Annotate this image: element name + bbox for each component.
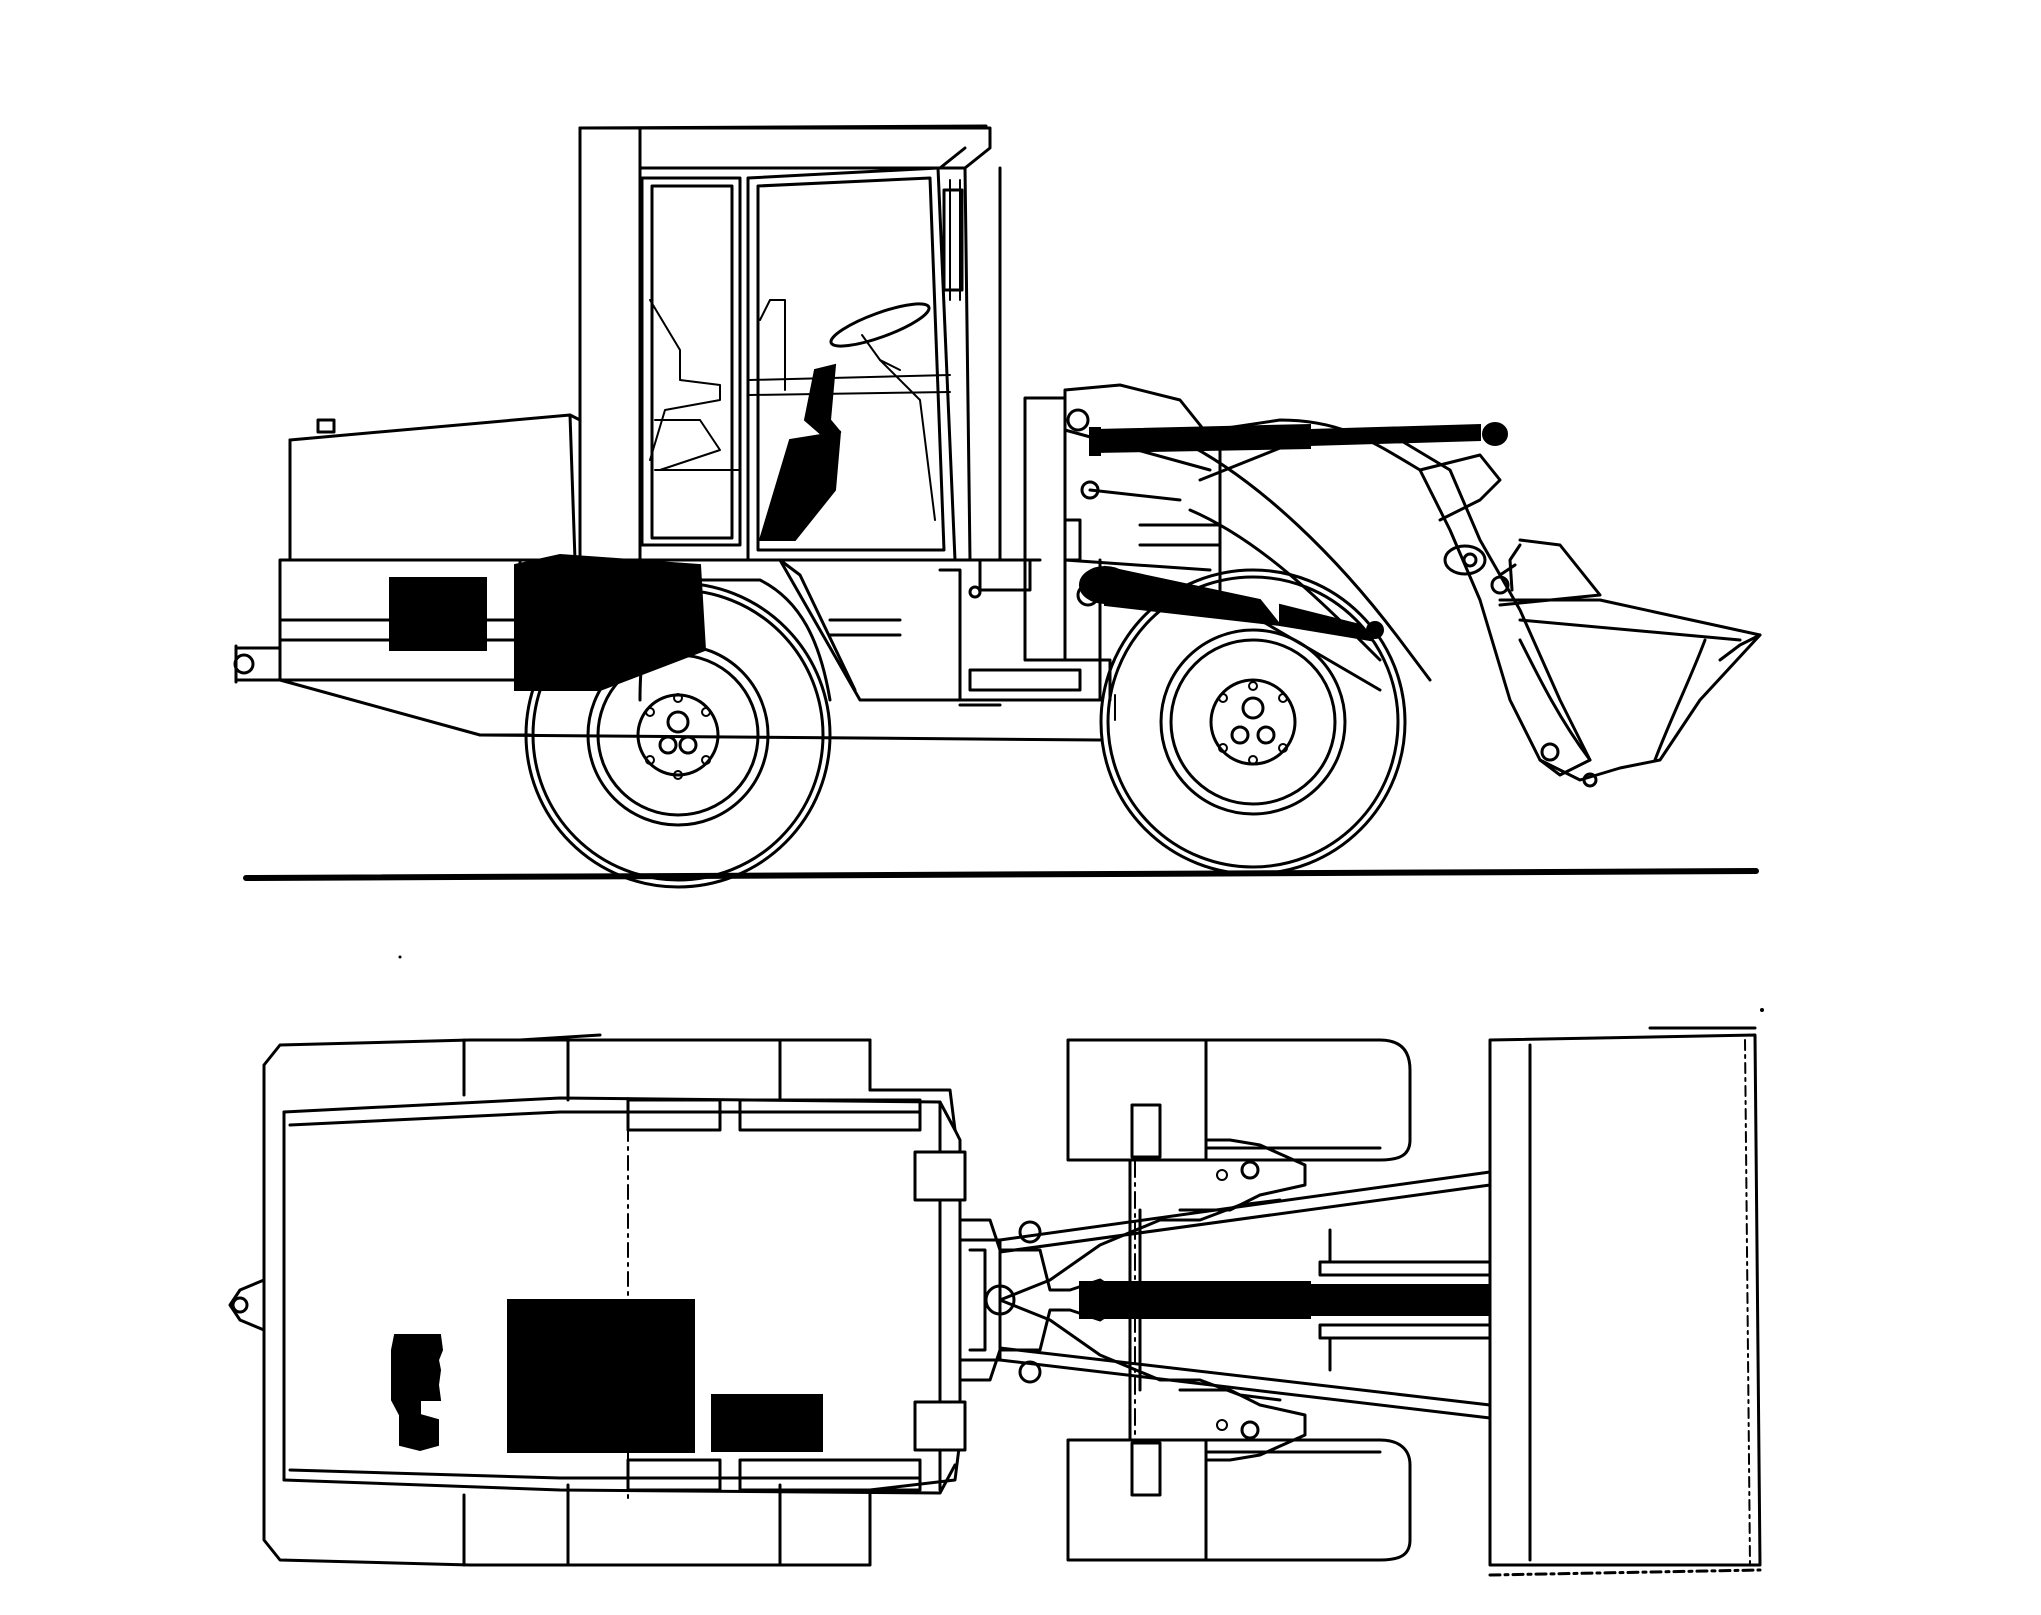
control-lever xyxy=(803,363,842,442)
cab xyxy=(578,124,1002,562)
filter-component xyxy=(391,1334,444,1452)
center-frame xyxy=(638,558,1102,707)
seat-cylinder xyxy=(758,430,842,541)
battery-block xyxy=(711,1394,823,1452)
hydraulic-tank xyxy=(514,553,707,691)
cab-post-bottom xyxy=(913,1400,967,1452)
bucket xyxy=(1490,538,1762,788)
engine-component xyxy=(389,577,487,651)
cab-post-top xyxy=(913,1150,967,1202)
front-tire-top xyxy=(1204,1038,1412,1162)
bucket-top xyxy=(1488,1026,1762,1577)
front-wheel xyxy=(1099,568,1407,876)
ground-line xyxy=(243,868,1759,881)
front-tire-bottom xyxy=(1204,1438,1412,1562)
engine-block-top xyxy=(507,1299,695,1453)
top-view xyxy=(228,955,1764,1577)
rear-hitch xyxy=(233,644,282,684)
lift-cylinder xyxy=(1089,422,1508,456)
center-cylinder xyxy=(1079,1228,1492,1372)
rear-wheel xyxy=(524,581,832,889)
tilt-cylinder xyxy=(1079,565,1384,642)
side-view xyxy=(233,124,1762,889)
steering-rods xyxy=(998,1170,1492,1420)
rear-body xyxy=(228,1033,962,1567)
lift-arm xyxy=(1178,418,1592,777)
rear-fender xyxy=(638,578,832,702)
engine-hood xyxy=(288,413,582,562)
